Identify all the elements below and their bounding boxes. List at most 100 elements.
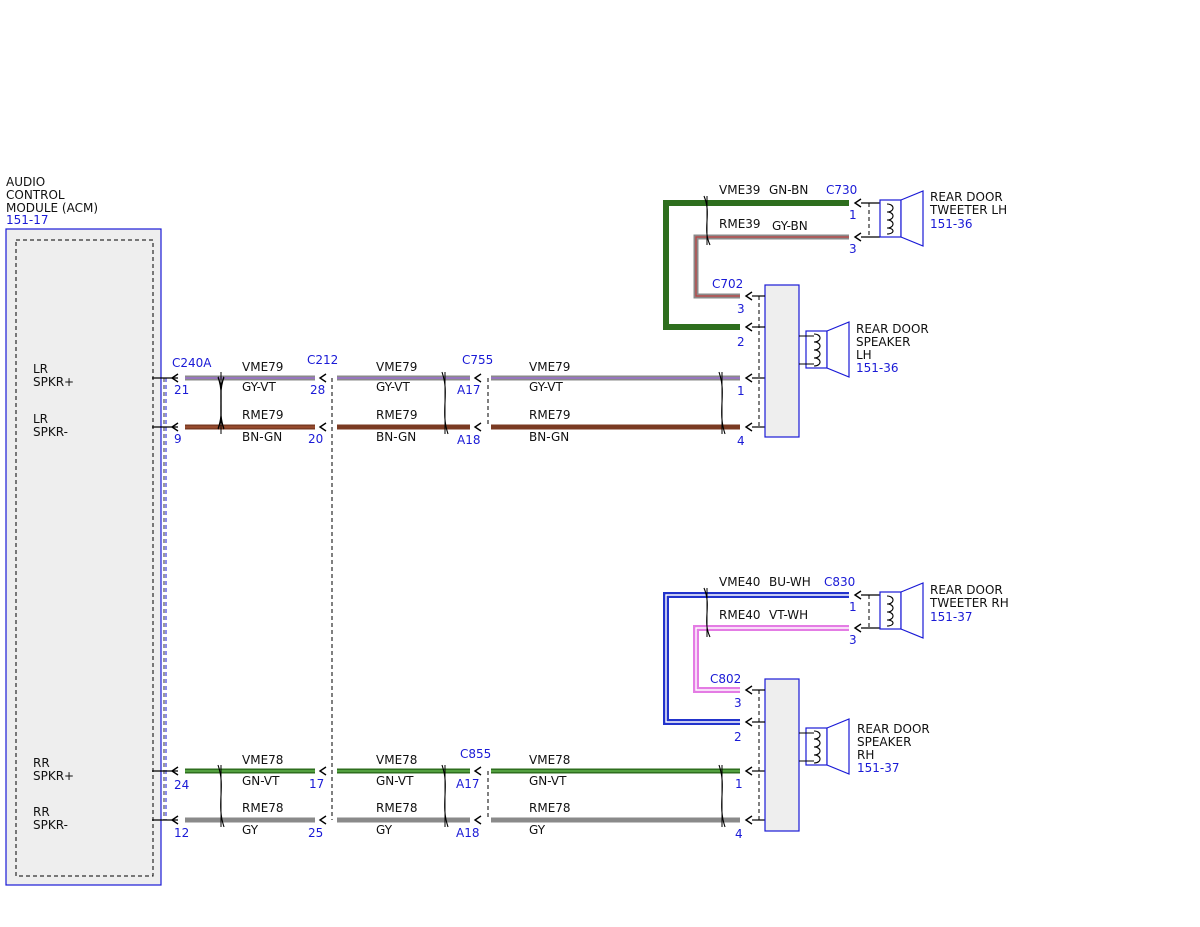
bu-wh-label: BU-WH xyxy=(769,575,811,589)
pin-25: 25 xyxy=(308,826,323,840)
upper-seg1-rme79: RME79 xyxy=(242,408,284,422)
upper-seg3-bn-gn: BN-GN xyxy=(529,430,569,444)
lower-seg1-vme78: VME78 xyxy=(242,753,283,767)
acm-pin-lr-minus-b: SPKR- xyxy=(33,425,68,439)
wire-vme39 xyxy=(663,200,849,330)
upper-seg3-gy-vt: GY-VT xyxy=(529,380,563,394)
pin-17: 17 xyxy=(309,777,324,791)
upper-seg2-vme79: VME79 xyxy=(376,360,417,374)
tweeter-lh-line1: REAR DOOR xyxy=(930,190,1003,204)
pin-spk-3-lower: 3 xyxy=(734,696,742,710)
pin-tw-1-lower: 1 xyxy=(849,600,857,614)
c755-label: C755 xyxy=(462,353,493,367)
tweeter-lh-icon xyxy=(879,190,924,247)
acm-pin-rr-minus-b: SPKR- xyxy=(33,818,68,832)
pin-tw-3-upper: 3 xyxy=(849,242,857,256)
pin-21: 21 xyxy=(174,383,189,397)
acm-pin-lr-minus-a: LR xyxy=(33,412,48,426)
upper-seg2-bn-gn: BN-GN xyxy=(376,430,416,444)
lower-seg3-vme78: VME78 xyxy=(529,753,570,767)
speaker-rh-connector xyxy=(764,678,800,832)
pin-tw-1-upper: 1 xyxy=(849,208,857,222)
speaker-lh-line3: LH xyxy=(856,348,872,362)
speaker-rh-icon xyxy=(799,718,850,775)
pin-a17-lower: A17 xyxy=(456,777,479,791)
c240a-label: C240A xyxy=(172,356,212,370)
upper-seg1-vme79: VME79 xyxy=(242,360,283,374)
wire-rme39 xyxy=(693,234,849,299)
gn-bn-label: GN-BN xyxy=(769,183,808,197)
pin-24: 24 xyxy=(174,778,189,792)
pin-spk-4-lower: 4 xyxy=(735,827,743,841)
pin-spk-1-lower: 1 xyxy=(735,777,743,791)
acm-pin-rr-plus-b: SPKR+ xyxy=(33,769,74,783)
speaker-rh-line2: SPEAKER xyxy=(857,735,911,749)
acm-pin-lr-plus-b: SPKR+ xyxy=(33,375,74,389)
lower-seg3-gy: GY xyxy=(529,823,546,837)
lower-seg1-rme78: RME78 xyxy=(242,801,284,815)
lower-seg3-rme78: RME78 xyxy=(529,801,571,815)
acm-pin-rr-minus-a: RR xyxy=(33,805,50,819)
pin-a17-upper: A17 xyxy=(457,383,480,397)
speaker-lh-connector xyxy=(764,284,800,438)
acm-title-line1: AUDIO xyxy=(6,175,45,189)
tweeter-lh-ref: 151-36 xyxy=(930,217,973,231)
c730-label: C730 xyxy=(826,183,857,197)
upper-seg1-bn-gn: BN-GN xyxy=(242,430,282,444)
acm-ref: 151-17 xyxy=(6,213,49,227)
speaker-rh-ref: 151-37 xyxy=(857,761,900,775)
speaker-lh-line1: REAR DOOR xyxy=(856,322,929,336)
c212-label: C212 xyxy=(307,353,338,367)
pin-a18-upper: A18 xyxy=(457,433,480,447)
c802-label: C802 xyxy=(710,672,741,686)
acm-title-line2: CONTROL xyxy=(6,188,65,202)
pin-spk-4-upper: 4 xyxy=(737,434,745,448)
pin-spk-3-upper: 3 xyxy=(737,302,745,316)
tweeter-rh-line2: TWEETER RH xyxy=(929,596,1009,610)
lower-seg2-vme78: VME78 xyxy=(376,753,417,767)
tweeter-lh-line2: TWEETER LH xyxy=(929,203,1007,217)
upper-seg3-vme79: VME79 xyxy=(529,360,570,374)
pin-a18-lower: A18 xyxy=(456,826,479,840)
tweeter-rh-icon xyxy=(879,582,924,639)
lower-rh-circuit: VME78 GN-VT RME78 GY 24 12 17 25 VME78 G… xyxy=(152,575,1009,841)
lower-seg3-gn-vt: GN-VT xyxy=(529,774,567,788)
lower-seg1-gy: GY xyxy=(242,823,259,837)
tweeter-rh-line1: REAR DOOR xyxy=(930,583,1003,597)
acm-module: AUDIO CONTROL MODULE (ACM) 151-17 LR SPK… xyxy=(5,175,162,886)
gy-bn-label: GY-BN xyxy=(772,219,808,233)
upper-lh-circuit: VME79 GY-VT RME79 BN-GN 21 9 C212 28 20 … xyxy=(152,183,1007,448)
vt-wh-label: VT-WH xyxy=(769,608,808,622)
pin-tw-3-lower: 3 xyxy=(849,633,857,647)
wire-vme40 xyxy=(663,592,849,725)
acm-pin-rr-plus-a: RR xyxy=(33,756,50,770)
speaker-rh-line3: RH xyxy=(857,748,874,762)
lower-seg2-gy: GY xyxy=(376,823,393,837)
acm-pin-lr-plus-a: LR xyxy=(33,362,48,376)
lower-seg1-gn-vt: GN-VT xyxy=(242,774,280,788)
c830-label: C830 xyxy=(824,575,855,589)
speaker-lh-line2: SPEAKER xyxy=(856,335,910,349)
pin-spk-2-lower: 2 xyxy=(734,730,742,744)
pin-12: 12 xyxy=(174,826,189,840)
pin-9: 9 xyxy=(174,432,182,446)
lower-seg2-rme78: RME78 xyxy=(376,801,418,815)
tweeter-rh-ref: 151-37 xyxy=(930,610,973,624)
acm-title-line3: MODULE (ACM) xyxy=(6,201,98,215)
rme39-label: RME39 xyxy=(719,217,761,231)
speaker-lh-icon xyxy=(799,321,850,378)
speaker-rh-line1: REAR DOOR xyxy=(857,722,930,736)
c240a-connector: C240A xyxy=(163,356,212,820)
pin-spk-2-upper: 2 xyxy=(737,335,745,349)
acm-inner-box xyxy=(15,239,154,877)
upper-seg2-rme79: RME79 xyxy=(376,408,418,422)
pin-28: 28 xyxy=(310,383,325,397)
lower-seg2-gn-vt: GN-VT xyxy=(376,774,414,788)
vme40-label: VME40 xyxy=(719,575,760,589)
acm-outer-box xyxy=(5,228,162,886)
vme39-label: VME39 xyxy=(719,183,760,197)
upper-seg1-gy-vt: GY-VT xyxy=(242,380,276,394)
c702-label: C702 xyxy=(712,277,743,291)
pin-spk-1-upper: 1 xyxy=(737,384,745,398)
